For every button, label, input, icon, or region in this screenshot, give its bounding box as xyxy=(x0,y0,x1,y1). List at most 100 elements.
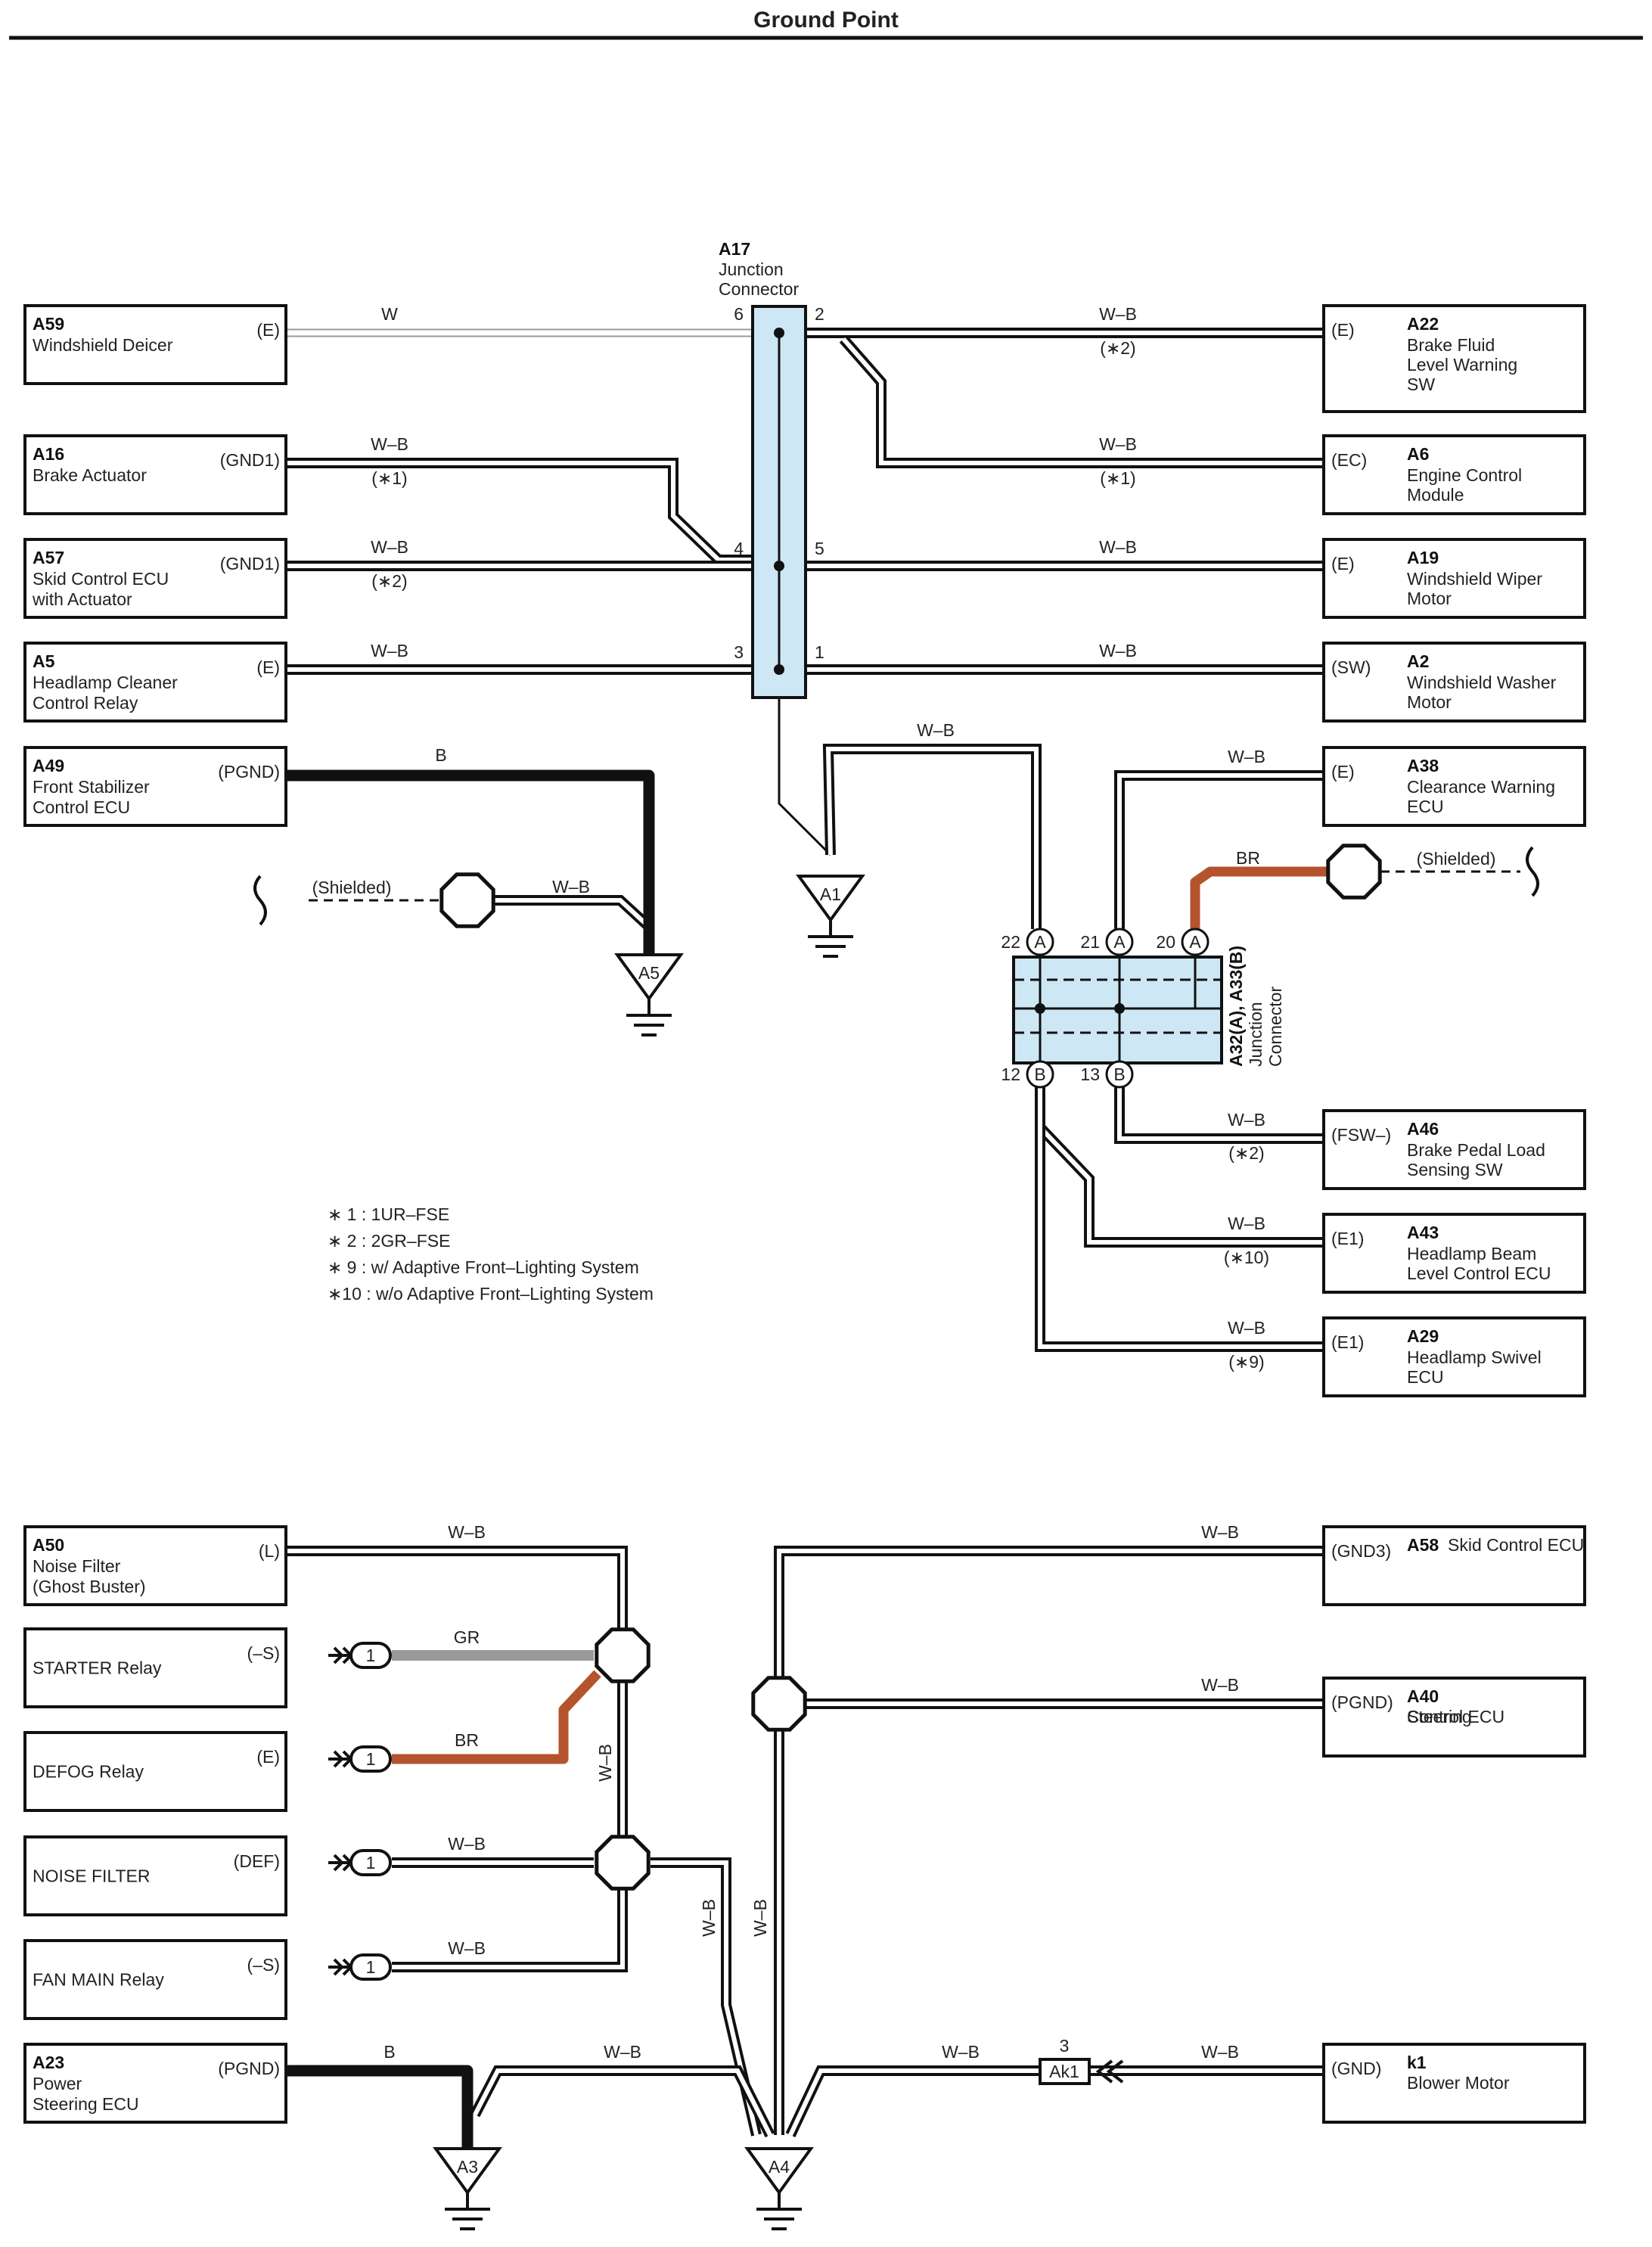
a32-a33-junction-connector: A 22 A 21 A 20 B 12 B 13 A32(A), A33(B) … xyxy=(1001,928,1285,1089)
defog-pin: (E) xyxy=(256,1747,280,1767)
label-wb-fan: W–B xyxy=(448,1938,486,1958)
component-defog: DEFOG Relay (E) xyxy=(23,1731,287,1812)
a5-code: A5 xyxy=(33,651,55,671)
a46-pin: (FSW–) xyxy=(1331,1125,1391,1145)
a38-code: A38 xyxy=(1407,756,1439,775)
label-note10-a43: (∗10) xyxy=(1224,1248,1269,1267)
a22-name: SW xyxy=(1407,374,1435,394)
connector-starter-icon: 1 xyxy=(328,1642,392,1669)
a5-name: Control Relay xyxy=(33,693,138,713)
defog-name: DEFOG Relay xyxy=(33,1762,144,1782)
a46-name: Brake Pedal Load xyxy=(1407,1140,1545,1160)
label-wb-a58: W–B xyxy=(1201,1522,1239,1542)
svg-text:1: 1 xyxy=(366,1646,376,1665)
a50-pin: (L) xyxy=(259,1541,280,1561)
a38-name: Clearance Warning xyxy=(1407,777,1555,797)
connector-defog-icon: 1 xyxy=(328,1745,392,1773)
a57-pin: (GND1) xyxy=(220,554,280,573)
label-wb-k1: W–B xyxy=(1201,2042,1239,2062)
a16-name: Brake Actuator xyxy=(33,465,147,485)
a5-name: Headlamp Cleaner xyxy=(33,673,178,692)
label-wb-ak1: W–B xyxy=(942,2042,980,2062)
wire-br-defog xyxy=(392,1670,601,1764)
a5-pin: (E) xyxy=(256,657,280,677)
a32-name-2: Connector xyxy=(1265,987,1285,1067)
a43-name: Headlamp Beam xyxy=(1407,1244,1536,1263)
label-wb-a3-a4: W–B xyxy=(604,2042,641,2062)
shield-splice-right xyxy=(1326,844,1382,900)
a6-name: Module xyxy=(1407,485,1464,505)
label-wb-a40: W–B xyxy=(1201,1675,1239,1695)
a17-pin-5: 5 xyxy=(815,539,824,558)
a17-name-1: Junction xyxy=(719,260,784,279)
label-wb-a5: W–B xyxy=(371,641,408,660)
wire-a6 xyxy=(839,335,1324,468)
k1-name: Blower Motor xyxy=(1407,2073,1510,2093)
wire-a29 xyxy=(1035,1087,1324,1352)
wire-a49 xyxy=(287,769,655,955)
label-wb-a57: W–B xyxy=(371,537,408,557)
label-gr-starter: GR xyxy=(454,1627,480,1647)
a49-code: A49 xyxy=(33,756,64,775)
a40-name: Control ECU xyxy=(1407,1707,1504,1726)
label-wb-a19: W–B xyxy=(1099,537,1137,557)
shield-end-right xyxy=(1526,846,1539,897)
ground-a5-icon: A5 xyxy=(614,953,684,1036)
a58-code: A58 xyxy=(1407,1535,1439,1555)
a59-name: Windshield Deicer xyxy=(33,335,173,355)
svg-text:13: 13 xyxy=(1080,1064,1100,1084)
wire-a1-to-a32 xyxy=(822,744,1042,929)
note-1: ∗ 1 : 1UR–FSE xyxy=(328,1204,449,1224)
connector-noise-filter-icon: 1 xyxy=(328,1849,392,1876)
shield-end-left xyxy=(253,875,267,926)
a50-name: (Ghost Buster) xyxy=(33,1577,146,1596)
a19-name: Motor xyxy=(1407,589,1452,608)
a2-pin: (SW) xyxy=(1331,657,1371,677)
a29-name: ECU xyxy=(1407,1367,1444,1387)
splice-point-1 xyxy=(595,1627,651,1683)
label-note2-a57: (∗2) xyxy=(371,571,407,591)
svg-text:1: 1 xyxy=(366,1749,376,1769)
label-shielded-right: (Shielded) xyxy=(1417,849,1496,869)
a43-pin: (E1) xyxy=(1331,1229,1364,1248)
a29-code: A29 xyxy=(1407,1326,1439,1346)
starter-pin: (–S) xyxy=(247,1643,280,1663)
label-note9-a29: (∗9) xyxy=(1228,1352,1264,1372)
label-wb-a43: W–B xyxy=(1228,1214,1265,1233)
a32-pin-20: A 20 xyxy=(1156,928,1210,956)
label-wb-a29: W–B xyxy=(1228,1318,1265,1338)
svg-text:1: 1 xyxy=(366,1853,376,1872)
a6-code: A6 xyxy=(1407,444,1429,464)
a22-code: A22 xyxy=(1407,314,1439,334)
a40-pin: (PGND) xyxy=(1331,1692,1393,1712)
a2-code: A2 xyxy=(1407,651,1429,671)
component-starter: STARTER Relay(–S) xyxy=(23,1627,287,1708)
a32-name-1: Junction xyxy=(1246,1002,1265,1067)
label-shielded-left: (Shielded) xyxy=(312,878,392,897)
label-w-a59: W xyxy=(381,304,398,324)
a16-pin: (GND1) xyxy=(220,450,280,470)
label-br-defog: BR xyxy=(455,1730,479,1750)
svg-text:A5: A5 xyxy=(638,963,660,983)
a58-pin: (GND3) xyxy=(1331,1541,1391,1561)
a19-code: A19 xyxy=(1407,548,1439,567)
wire-a46 xyxy=(1114,1087,1324,1144)
ground-a4-icon: A4 xyxy=(744,2147,814,2230)
a6-pin: (EC) xyxy=(1331,450,1367,470)
wire-a50 xyxy=(287,1546,628,1630)
fan-pin: (–S) xyxy=(247,1955,280,1975)
a43-code: A43 xyxy=(1407,1223,1439,1242)
a23-pin: (PGND) xyxy=(218,2059,280,2078)
svg-text:3: 3 xyxy=(1060,2036,1070,2056)
a46-code: A46 xyxy=(1407,1119,1439,1139)
svg-text:A4: A4 xyxy=(769,2157,790,2177)
